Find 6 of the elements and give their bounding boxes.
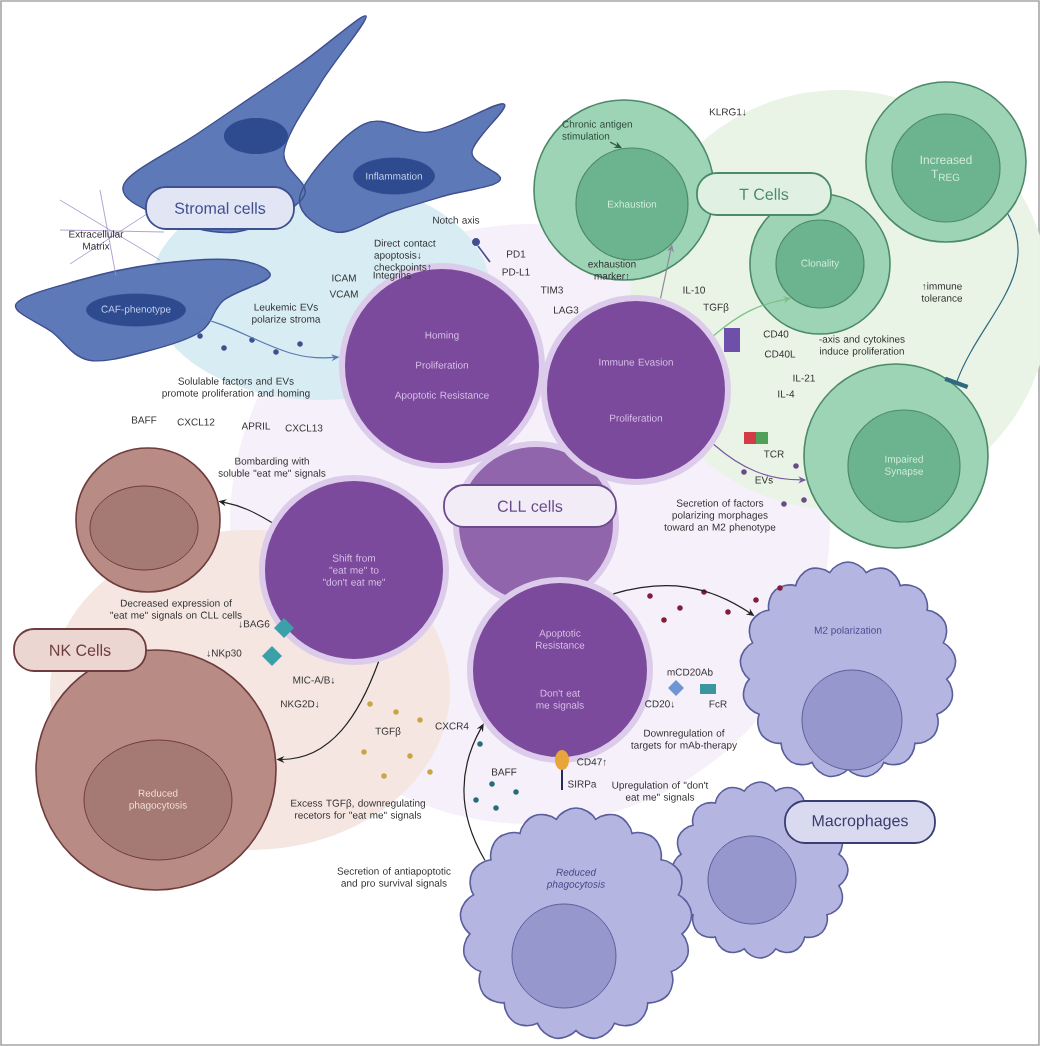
label-pill: Stromal cells: [145, 186, 295, 230]
arrow: [659, 244, 674, 299]
label-pill: CLL cells: [443, 484, 617, 528]
label-pill: T Cells: [696, 172, 832, 216]
label-pill: NK Cells: [13, 628, 147, 672]
label-pill: Macrophages: [784, 800, 936, 844]
